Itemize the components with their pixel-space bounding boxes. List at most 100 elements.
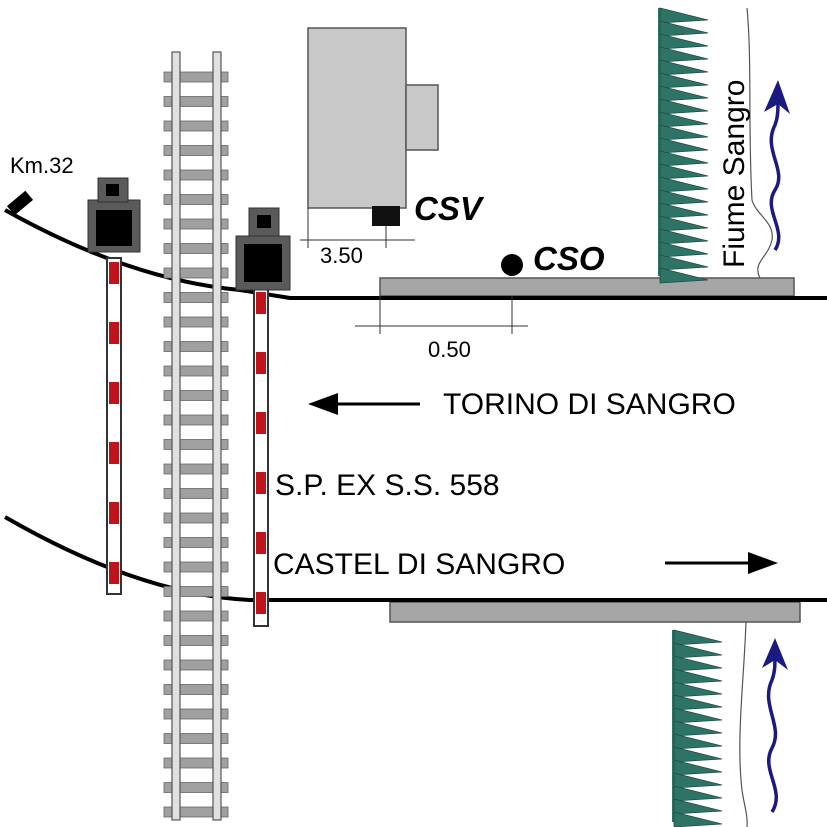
barrier-west (87, 177, 141, 595)
barrier-stripe (109, 562, 119, 584)
vegetation-spike (673, 694, 723, 711)
vegetation-spike (673, 733, 723, 750)
north-sidewalk (379, 277, 795, 297)
sleeper (163, 341, 229, 352)
sleeper (163, 463, 229, 475)
vegetation-spike (673, 707, 723, 724)
vegetation-spike (659, 202, 709, 219)
vegetation-spike (659, 111, 709, 128)
vegetation-spike (659, 98, 709, 115)
cso-label: CSO (533, 240, 605, 277)
vegetation-spike (659, 176, 709, 193)
sleeper (163, 733, 229, 744)
direction-north-label: TORINO DI SANGRO (443, 388, 736, 421)
vegetation-spike (659, 150, 709, 167)
vegetation-spike (673, 759, 723, 776)
sleeper (163, 488, 229, 499)
barrier-stripe (109, 442, 119, 464)
sleeper (163, 561, 229, 573)
sleeper (163, 806, 229, 818)
building-annex (405, 84, 439, 151)
vegetation-spike (659, 33, 709, 50)
sleeper (163, 537, 229, 548)
riverbank-north (746, 7, 773, 279)
sleeper (163, 267, 229, 279)
vegetation-spike (659, 72, 709, 89)
dimension-cso-label: 0.50 (428, 337, 471, 362)
sleeper (163, 218, 229, 230)
vegetation-spike (673, 642, 723, 659)
sleeper (163, 71, 229, 83)
sleeper (163, 439, 229, 450)
vegetation-spike (673, 785, 723, 802)
sleeper (163, 194, 229, 205)
vegetation-spike (659, 215, 709, 232)
vegetation-spike (673, 772, 723, 789)
barrier-stripe (109, 322, 119, 344)
vegetation-spike (659, 85, 709, 102)
vegetation-spike (659, 163, 709, 180)
vegetation-spike (659, 228, 709, 245)
barrier-stripe (256, 352, 266, 374)
road-name-label: S.P. EX S.S. 558 (275, 469, 500, 502)
sleeper (163, 708, 229, 720)
barrier-stripe (256, 292, 266, 314)
vegetation-spike (673, 720, 723, 737)
sleeper (163, 316, 229, 328)
vegetation-spike (659, 137, 709, 154)
csv-sensor (372, 206, 400, 226)
sleeper (163, 586, 229, 597)
sleeper (163, 684, 229, 695)
barrier-stripe (256, 592, 266, 614)
barrier-stripe (256, 532, 266, 554)
sleeper (163, 96, 229, 107)
sleeper (163, 390, 229, 401)
barrier-stripe (109, 382, 119, 404)
vegetation-spike (659, 254, 709, 271)
sleeper (163, 610, 229, 622)
river-label: Fiume Sangro (718, 80, 751, 268)
sleeper (163, 243, 229, 254)
sleeper (163, 414, 229, 426)
south-sidewalk (389, 601, 801, 623)
km-marker-sign (6, 190, 34, 216)
barrier-east (235, 207, 291, 627)
sleeper (163, 292, 229, 303)
barrier-stripe (109, 262, 119, 284)
barrier-stripe (109, 502, 119, 524)
sleeper (163, 659, 229, 671)
road-edge-north (4, 208, 827, 300)
sleeper (163, 635, 229, 646)
barrier-stripe (256, 412, 266, 434)
arrow-west (308, 393, 420, 415)
river-flow-arrow-south (762, 638, 788, 813)
sleeper (163, 512, 229, 524)
vegetation-spike (673, 629, 723, 646)
km-marker-label: Km.32 (10, 153, 74, 178)
vegetation-south (672, 629, 723, 827)
barrier-stripe (256, 472, 266, 494)
road-edge-south (3, 515, 827, 602)
vegetation-spike (659, 59, 709, 76)
vegetation-spike (673, 811, 723, 827)
dimension-csv (300, 208, 415, 248)
vegetation-spike (659, 46, 709, 63)
vegetation-spike (673, 681, 723, 698)
csv-label: CSV (414, 190, 485, 227)
sleeper (163, 365, 229, 377)
dimension-csv-label: 3.50 (320, 243, 363, 268)
dimension-cso (355, 296, 528, 334)
cso-sensor (501, 254, 523, 276)
riverbank-south (739, 621, 748, 827)
vegetation-spike (659, 189, 709, 206)
vegetation-spike (659, 20, 709, 37)
railway-track (163, 51, 229, 821)
sleeper (163, 782, 229, 793)
sleeper (163, 145, 229, 156)
vegetation-spike (673, 655, 723, 672)
vegetation-spike (659, 7, 709, 24)
sleeper (163, 120, 229, 132)
building-body (307, 27, 407, 209)
vegetation-spike (659, 124, 709, 141)
